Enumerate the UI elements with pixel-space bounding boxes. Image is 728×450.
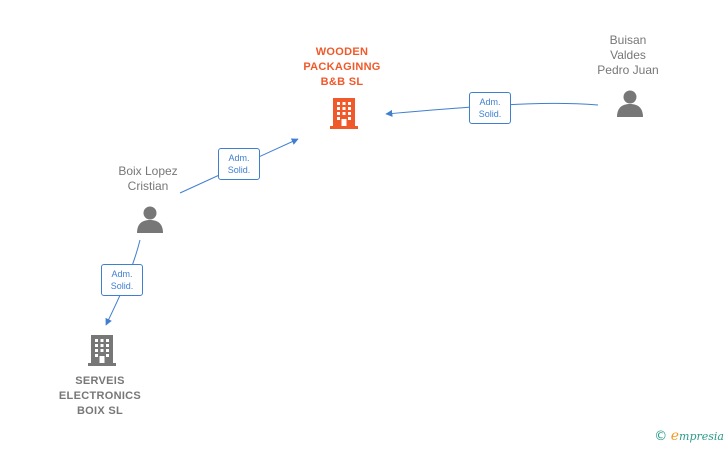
- company-name-line-1: WOODEN: [315, 46, 369, 58]
- edge-role-line-2: Solid.: [478, 109, 502, 119]
- person-name-line-2: Valdes: [610, 48, 646, 62]
- company-serveis-electronics-label[interactable]: SERVEIS ELECTRONICS BOIX SL: [40, 374, 160, 419]
- company-name-line-2: ELECTRONICS: [58, 390, 142, 402]
- empresia-watermark: © empresia: [654, 428, 724, 444]
- company-name-line-2: PACKAGINNG: [303, 61, 381, 73]
- watermark-logo-letter: e: [670, 428, 680, 444]
- company-name-line-3: BOIX SL: [76, 405, 124, 417]
- person-name-line-3: Pedro Juan: [597, 63, 659, 77]
- person-name-line-1: Buisan: [609, 33, 647, 47]
- edge-buisan-to-wooden: [385, 102, 599, 117]
- edge-badge-boix-serveis[interactable]: Adm. Solid.: [101, 264, 143, 296]
- edge-role-line-2: Solid.: [110, 281, 134, 291]
- building-icon[interactable]: [328, 96, 360, 130]
- company-wooden-packaginng-label[interactable]: WOODEN PACKAGINNG B&B SL: [282, 45, 402, 90]
- building-icon[interactable]: [86, 333, 118, 367]
- person-name-line-1: Boix Lopez: [118, 164, 178, 178]
- company-name-line-1: SERVEIS: [75, 375, 125, 387]
- edge-badge-buisan-wooden[interactable]: Adm. Solid.: [469, 92, 511, 124]
- person-name-line-2: Cristian: [127, 179, 169, 193]
- company-name-line-3: B&B SL: [320, 76, 364, 88]
- person-icon[interactable]: [615, 88, 645, 118]
- watermark-logo-text: mpresia: [679, 430, 724, 443]
- edge-role-line-1: Adm.: [228, 153, 250, 163]
- edge-badge-boix-wooden[interactable]: Adm. Solid.: [218, 148, 260, 180]
- person-icon[interactable]: [135, 204, 165, 234]
- edge-role-line-1: Adm.: [479, 97, 501, 107]
- person-boix-lopez-label[interactable]: Boix Lopez Cristian: [98, 164, 198, 194]
- edge-role-line-2: Solid.: [227, 165, 251, 175]
- copyright-icon: ©: [654, 429, 668, 444]
- person-buisan-valdes-label[interactable]: Buisan Valdes Pedro Juan: [578, 33, 678, 78]
- edge-role-line-1: Adm.: [111, 269, 133, 279]
